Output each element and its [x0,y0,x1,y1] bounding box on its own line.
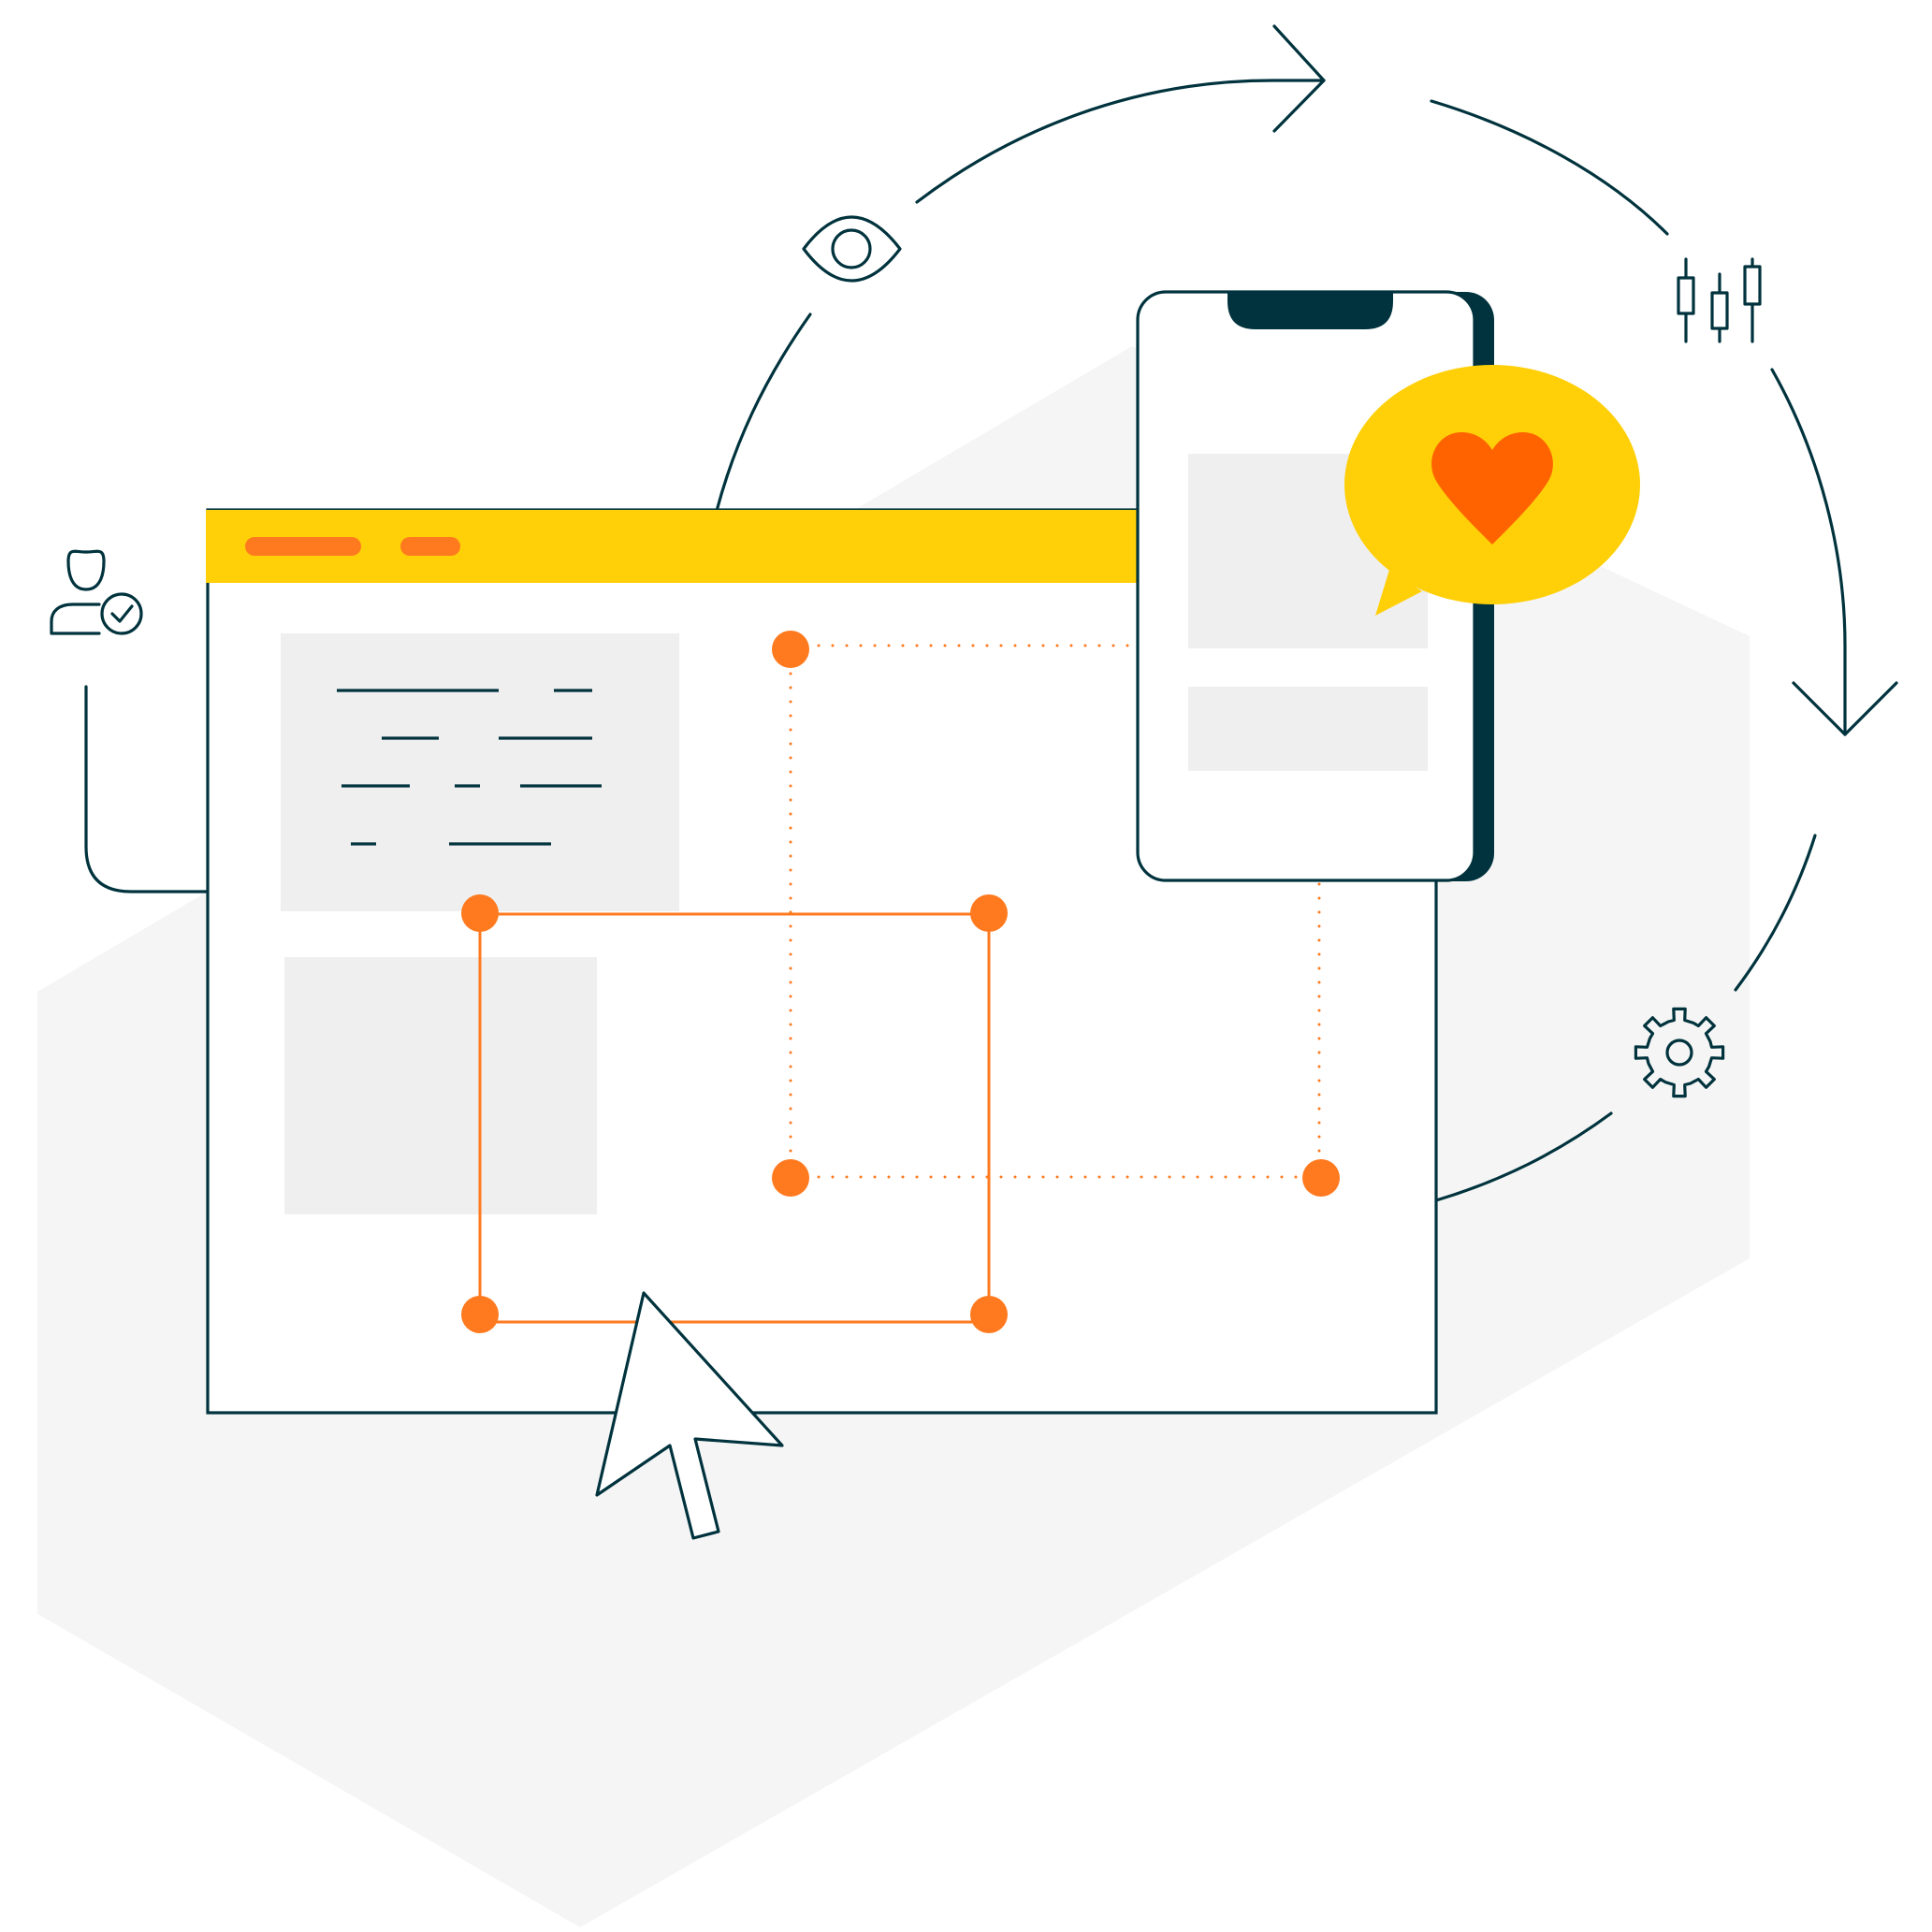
text-block-placeholder [281,633,679,911]
cycle-arrow-icon [84,24,1898,1202]
mouse-cursor-icon [595,1291,784,1540]
solid-selection-frame [461,894,1008,1333]
phone-notch [1227,292,1393,329]
selection-handle[interactable] [772,631,809,668]
selection-handle[interactable] [461,894,499,932]
heart-icon [1431,432,1553,545]
eye-icon [802,215,902,283]
dotted-selection-frame [772,631,1340,1197]
selection-handle[interactable] [970,894,1008,932]
image-placeholder [284,957,597,1214]
phone-card-placeholder [1188,687,1428,771]
candlestick-chart-icon [1677,257,1762,343]
selection-handle[interactable] [970,1296,1008,1333]
text-lines [337,689,602,846]
user-check-icon [50,549,143,635]
gear-icon [1634,1007,1725,1098]
selection-handle[interactable] [1302,1159,1340,1197]
selection-handle[interactable] [772,1159,809,1197]
selection-handle[interactable] [461,1296,499,1333]
reaction-speech-bubble [1344,365,1640,616]
